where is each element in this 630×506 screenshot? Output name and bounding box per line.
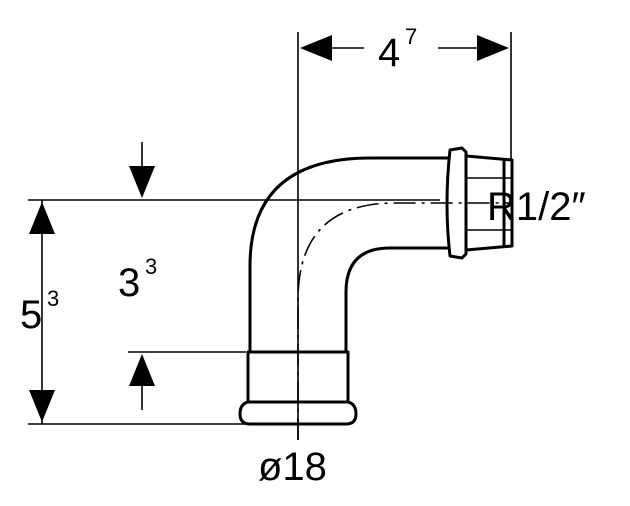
thread-label: R1/2″ (487, 185, 586, 229)
elbow-body (238, 146, 514, 426)
inner-height-value-sup: 3 (145, 254, 157, 279)
elbow-outer-wall (248, 156, 450, 354)
width-arrow-left (300, 35, 332, 61)
centre-line (297, 202, 510, 440)
width-value: 4 (378, 31, 400, 75)
elbow-inner-wall (344, 246, 450, 354)
height-arrow-bottom (29, 390, 55, 422)
diameter-label: ø18 (258, 445, 327, 489)
thread-hex (445, 146, 468, 260)
inner-arrow-down (129, 166, 155, 198)
extension-lines (28, 32, 512, 440)
overall-height-value: 5 (20, 293, 42, 337)
width-value-sup: 7 (405, 24, 417, 49)
overall-height-dimension: 5 3 (20, 202, 59, 422)
inner-height-value: 3 (118, 261, 140, 305)
width-dimension: 4 7 (300, 24, 509, 75)
overall-height-value-sup: 3 (47, 286, 59, 311)
thread-pipe (464, 154, 514, 252)
press-socket (238, 350, 358, 426)
width-arrow-right (477, 35, 509, 61)
height-arrow-top (29, 202, 55, 234)
inner-height-dimension: 3 3 (118, 142, 157, 410)
inner-arrow-up (129, 354, 155, 386)
